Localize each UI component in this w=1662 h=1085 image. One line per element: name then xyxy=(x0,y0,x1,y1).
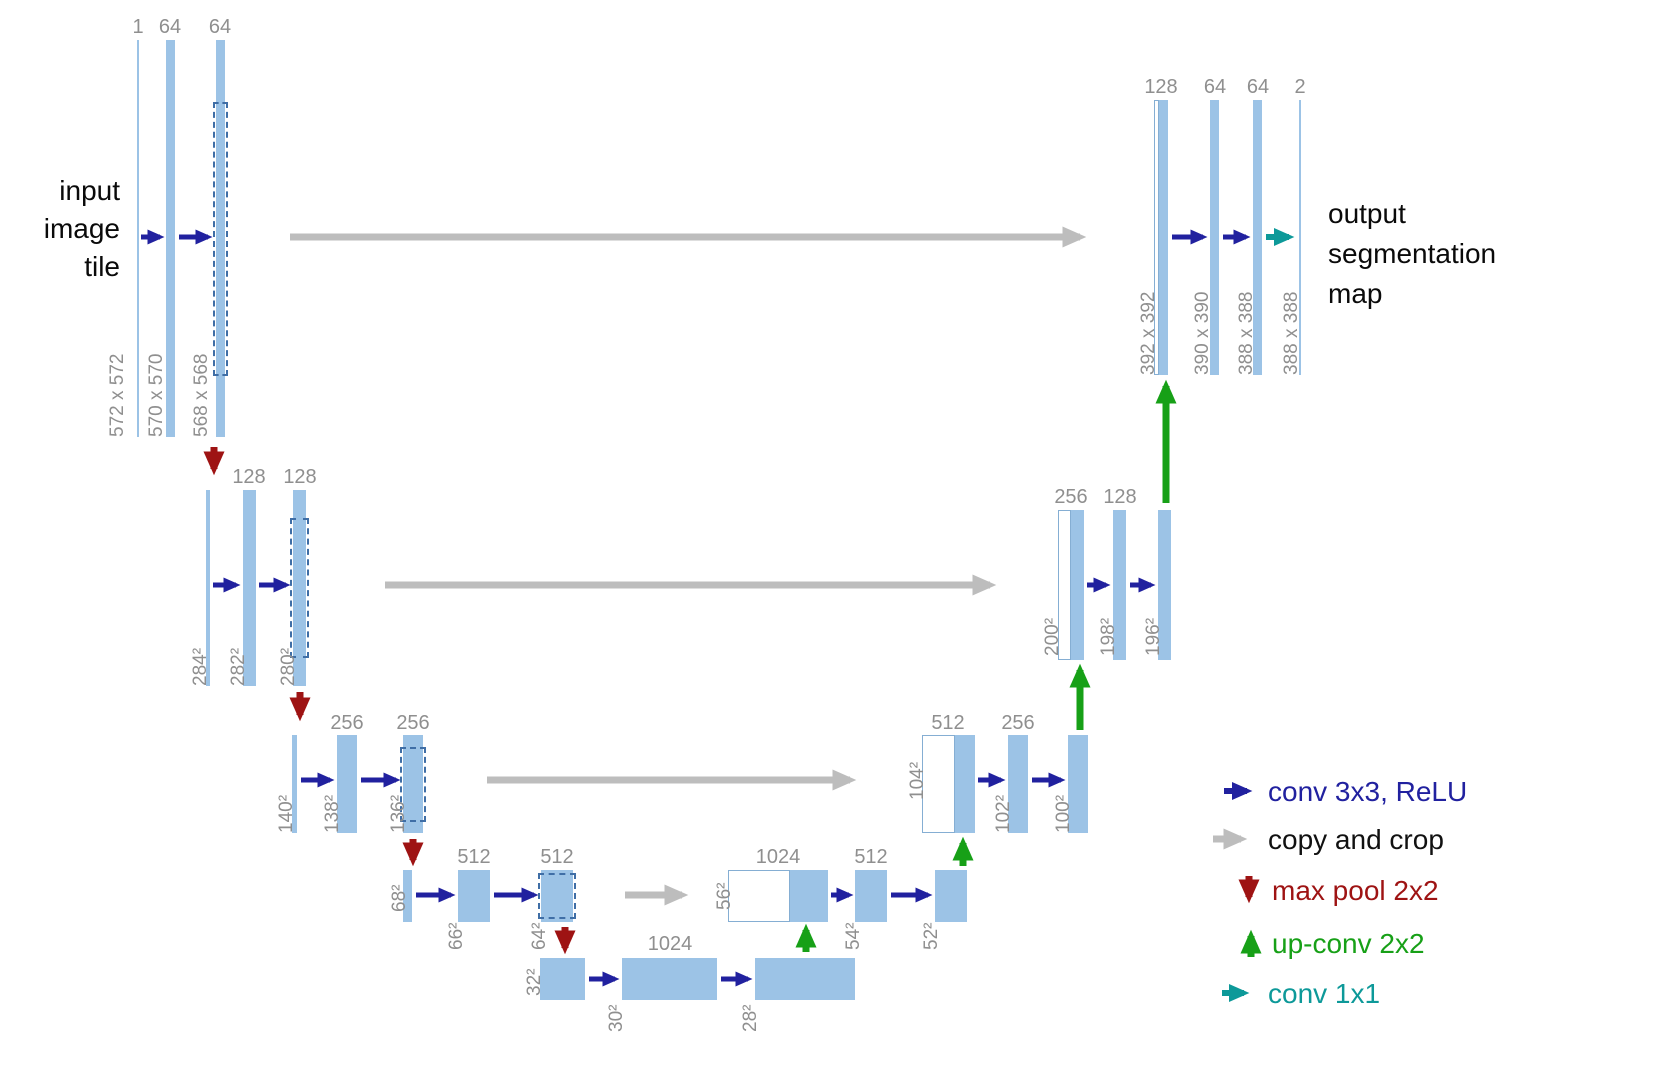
size-label: 390 x 390 xyxy=(1192,291,1213,375)
size-label: 388 x 388 xyxy=(1281,291,1302,375)
feature-map-bar xyxy=(292,735,297,833)
size-label: 200² xyxy=(1042,617,1063,656)
legend-conv3x3-label: conv 3x3, ReLU xyxy=(1268,776,1468,807)
size-label: 30² xyxy=(606,1004,627,1032)
legend-conv1x1-label: conv 1x1 xyxy=(1268,978,1381,1009)
size-label: 282² xyxy=(228,647,249,686)
size-label: 198² xyxy=(1098,617,1119,656)
output-label-line: segmentation xyxy=(1328,238,1497,269)
channel-label: 128 xyxy=(283,466,317,488)
feature-map-bar xyxy=(955,735,975,833)
size-label: 68² xyxy=(389,884,410,912)
size-label: 570 x 570 xyxy=(146,353,167,437)
feature-map-bar xyxy=(622,958,717,1000)
size-label: 66² xyxy=(446,922,467,950)
channel-label: 512 xyxy=(931,712,965,734)
size-label: 392 x 392 xyxy=(1138,291,1159,375)
feature-map-bar xyxy=(166,40,175,437)
size-label: 52² xyxy=(921,922,942,950)
channel-label: 256 xyxy=(330,712,364,734)
feature-map-bar xyxy=(1158,510,1171,660)
channel-label: 64 xyxy=(1246,76,1270,98)
size-label: 196² xyxy=(1143,617,1164,656)
input-label-line: input xyxy=(59,175,120,206)
feature-map-bar xyxy=(216,40,225,437)
feature-map-bar xyxy=(540,958,585,1000)
channel-label: 256 xyxy=(1001,712,1035,734)
output-label: output segmentation map xyxy=(1328,194,1496,314)
copied-features-box xyxy=(922,735,955,833)
feature-map-bar xyxy=(337,735,357,833)
channel-label: 64 xyxy=(158,16,182,38)
size-label: 140² xyxy=(276,794,297,833)
output-label-line: map xyxy=(1328,278,1383,309)
feature-map-bar xyxy=(1159,100,1168,375)
size-label: 104² xyxy=(907,761,928,800)
crop-region-outline xyxy=(538,873,576,919)
output-label-line: output xyxy=(1328,198,1406,229)
channel-label: 128 xyxy=(1144,76,1178,98)
feature-map-bar xyxy=(293,490,306,686)
size-label: 388 x 388 xyxy=(1236,291,1257,375)
channel-label: 256 xyxy=(1054,486,1088,508)
feature-map-bar xyxy=(403,870,412,922)
channel-label: 256 xyxy=(396,712,430,734)
crop-region-outline xyxy=(290,518,309,658)
feature-map-bar xyxy=(206,490,210,686)
size-label: 64² xyxy=(529,922,550,950)
feature-map-bar xyxy=(137,40,139,437)
size-label: 280² xyxy=(278,647,299,686)
feature-map-bar xyxy=(935,870,967,922)
size-label: 54² xyxy=(843,922,864,950)
channel-label: 64 xyxy=(208,16,232,38)
feature-map-bar xyxy=(1113,510,1126,660)
legend-up-conv-label: up-conv 2x2 xyxy=(1272,928,1425,959)
feature-map-bar xyxy=(855,870,887,922)
feature-map-bar xyxy=(755,958,855,1000)
size-label: 100² xyxy=(1053,794,1074,833)
input-label: input image tile xyxy=(20,172,120,286)
channel-label: 512 xyxy=(457,846,491,868)
size-label: 136² xyxy=(388,794,409,833)
size-label: 28² xyxy=(740,1004,761,1032)
legend-copy-crop-label: copy and crop xyxy=(1268,824,1444,855)
feature-map-bar xyxy=(403,735,423,833)
input-label-line: tile xyxy=(84,251,120,282)
feature-map-bar xyxy=(1071,510,1084,660)
feature-map-bar xyxy=(1210,100,1219,375)
size-label: 572 x 572 xyxy=(107,353,128,437)
copied-features-box xyxy=(728,870,790,922)
legend-max-pool-label: max pool 2x2 xyxy=(1272,875,1439,906)
size-label: 56² xyxy=(714,882,735,910)
crop-region-outline xyxy=(213,102,228,376)
feature-map-bar xyxy=(790,870,828,922)
feature-map-bar xyxy=(1068,735,1088,833)
size-label: 138² xyxy=(322,794,343,833)
size-label: 102² xyxy=(993,794,1014,833)
channel-label: 128 xyxy=(232,466,266,488)
channel-label: 512 xyxy=(540,846,574,868)
size-label: 32² xyxy=(524,968,545,996)
feature-map-bar xyxy=(1008,735,1028,833)
size-label: 568 x 568 xyxy=(191,353,212,437)
channel-label: 2 xyxy=(1294,76,1306,98)
channel-label: 1024 xyxy=(755,846,801,868)
copied-features-box xyxy=(1154,100,1159,375)
channel-label: 64 xyxy=(1203,76,1227,98)
channel-label: 512 xyxy=(854,846,888,868)
feature-map-bar xyxy=(541,870,573,922)
feature-map-bar xyxy=(1299,100,1301,375)
crop-region-outline xyxy=(400,747,426,822)
feature-map-bar xyxy=(1253,100,1262,375)
channel-label: 1 xyxy=(132,16,144,38)
feature-map-bar xyxy=(458,870,490,922)
copied-features-box xyxy=(1058,510,1071,660)
channel-label: 1024 xyxy=(647,933,693,955)
feature-map-bar xyxy=(243,490,256,686)
size-label: 284² xyxy=(190,647,211,686)
input-label-line: image xyxy=(43,213,120,244)
channel-label: 128 xyxy=(1103,486,1137,508)
